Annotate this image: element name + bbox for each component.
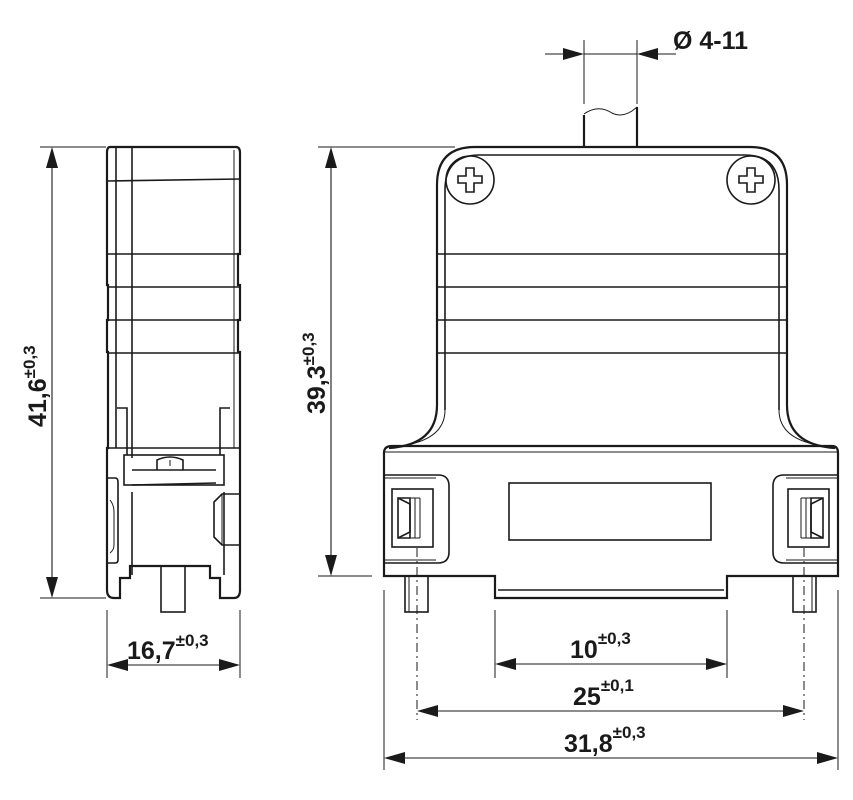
front-height-value: 39,3: [303, 365, 331, 414]
side-width-value: 16,7: [127, 637, 176, 665]
side-height-value: 41,6: [24, 378, 52, 427]
overall-width-value: 31,8: [564, 730, 613, 758]
screw-spacing-tolerance: ±0,1: [601, 676, 634, 695]
dimension-overall-width: 31,8±0,3: [383, 590, 839, 770]
screw-spacing-value: 25: [573, 683, 601, 711]
dimension-side-width: 16,7±0,3: [106, 610, 241, 678]
screw-head-left: [445, 155, 495, 205]
lock-right: [772, 474, 838, 564]
side-width-tolerance: ±0,3: [176, 631, 209, 650]
dimension-front-height: 39,3±0,3: [299, 146, 455, 577]
dimension-slot-width: 10±0,3: [494, 610, 728, 678]
svg-text:10±0,3: 10±0,3: [570, 629, 631, 664]
overall-width-tolerance: ±0,3: [613, 723, 646, 742]
slot-width-value: 10: [570, 636, 598, 664]
screw-head-right: [726, 155, 776, 205]
svg-text:31,8±0,3: 31,8±0,3: [564, 723, 646, 758]
front-height-tolerance: ±0,3: [299, 332, 318, 365]
cable: [582, 40, 639, 147]
svg-text:16,7±0,3: 16,7±0,3: [127, 631, 209, 665]
svg-text:41,6±0,3: 41,6±0,3: [20, 345, 52, 427]
lock-left: [384, 474, 450, 564]
side-height-tolerance: ±0,3: [20, 345, 39, 378]
cable-diameter-label: Ø 4-11: [673, 27, 748, 55]
slot-width-tolerance: ±0,3: [598, 629, 631, 648]
dimension-screw-spacing: 25±0,1: [417, 676, 804, 717]
svg-text:25±0,1: 25±0,1: [573, 676, 634, 711]
dimension-cable-diameter: Ø 4-11: [545, 27, 748, 60]
front-view: [382, 40, 840, 720]
side-view: [105, 145, 242, 613]
svg-text:39,3±0,3: 39,3±0,3: [299, 332, 331, 414]
connector-slot: [508, 482, 712, 541]
dimension-side-height: 41,6±0,3: [20, 146, 106, 599]
